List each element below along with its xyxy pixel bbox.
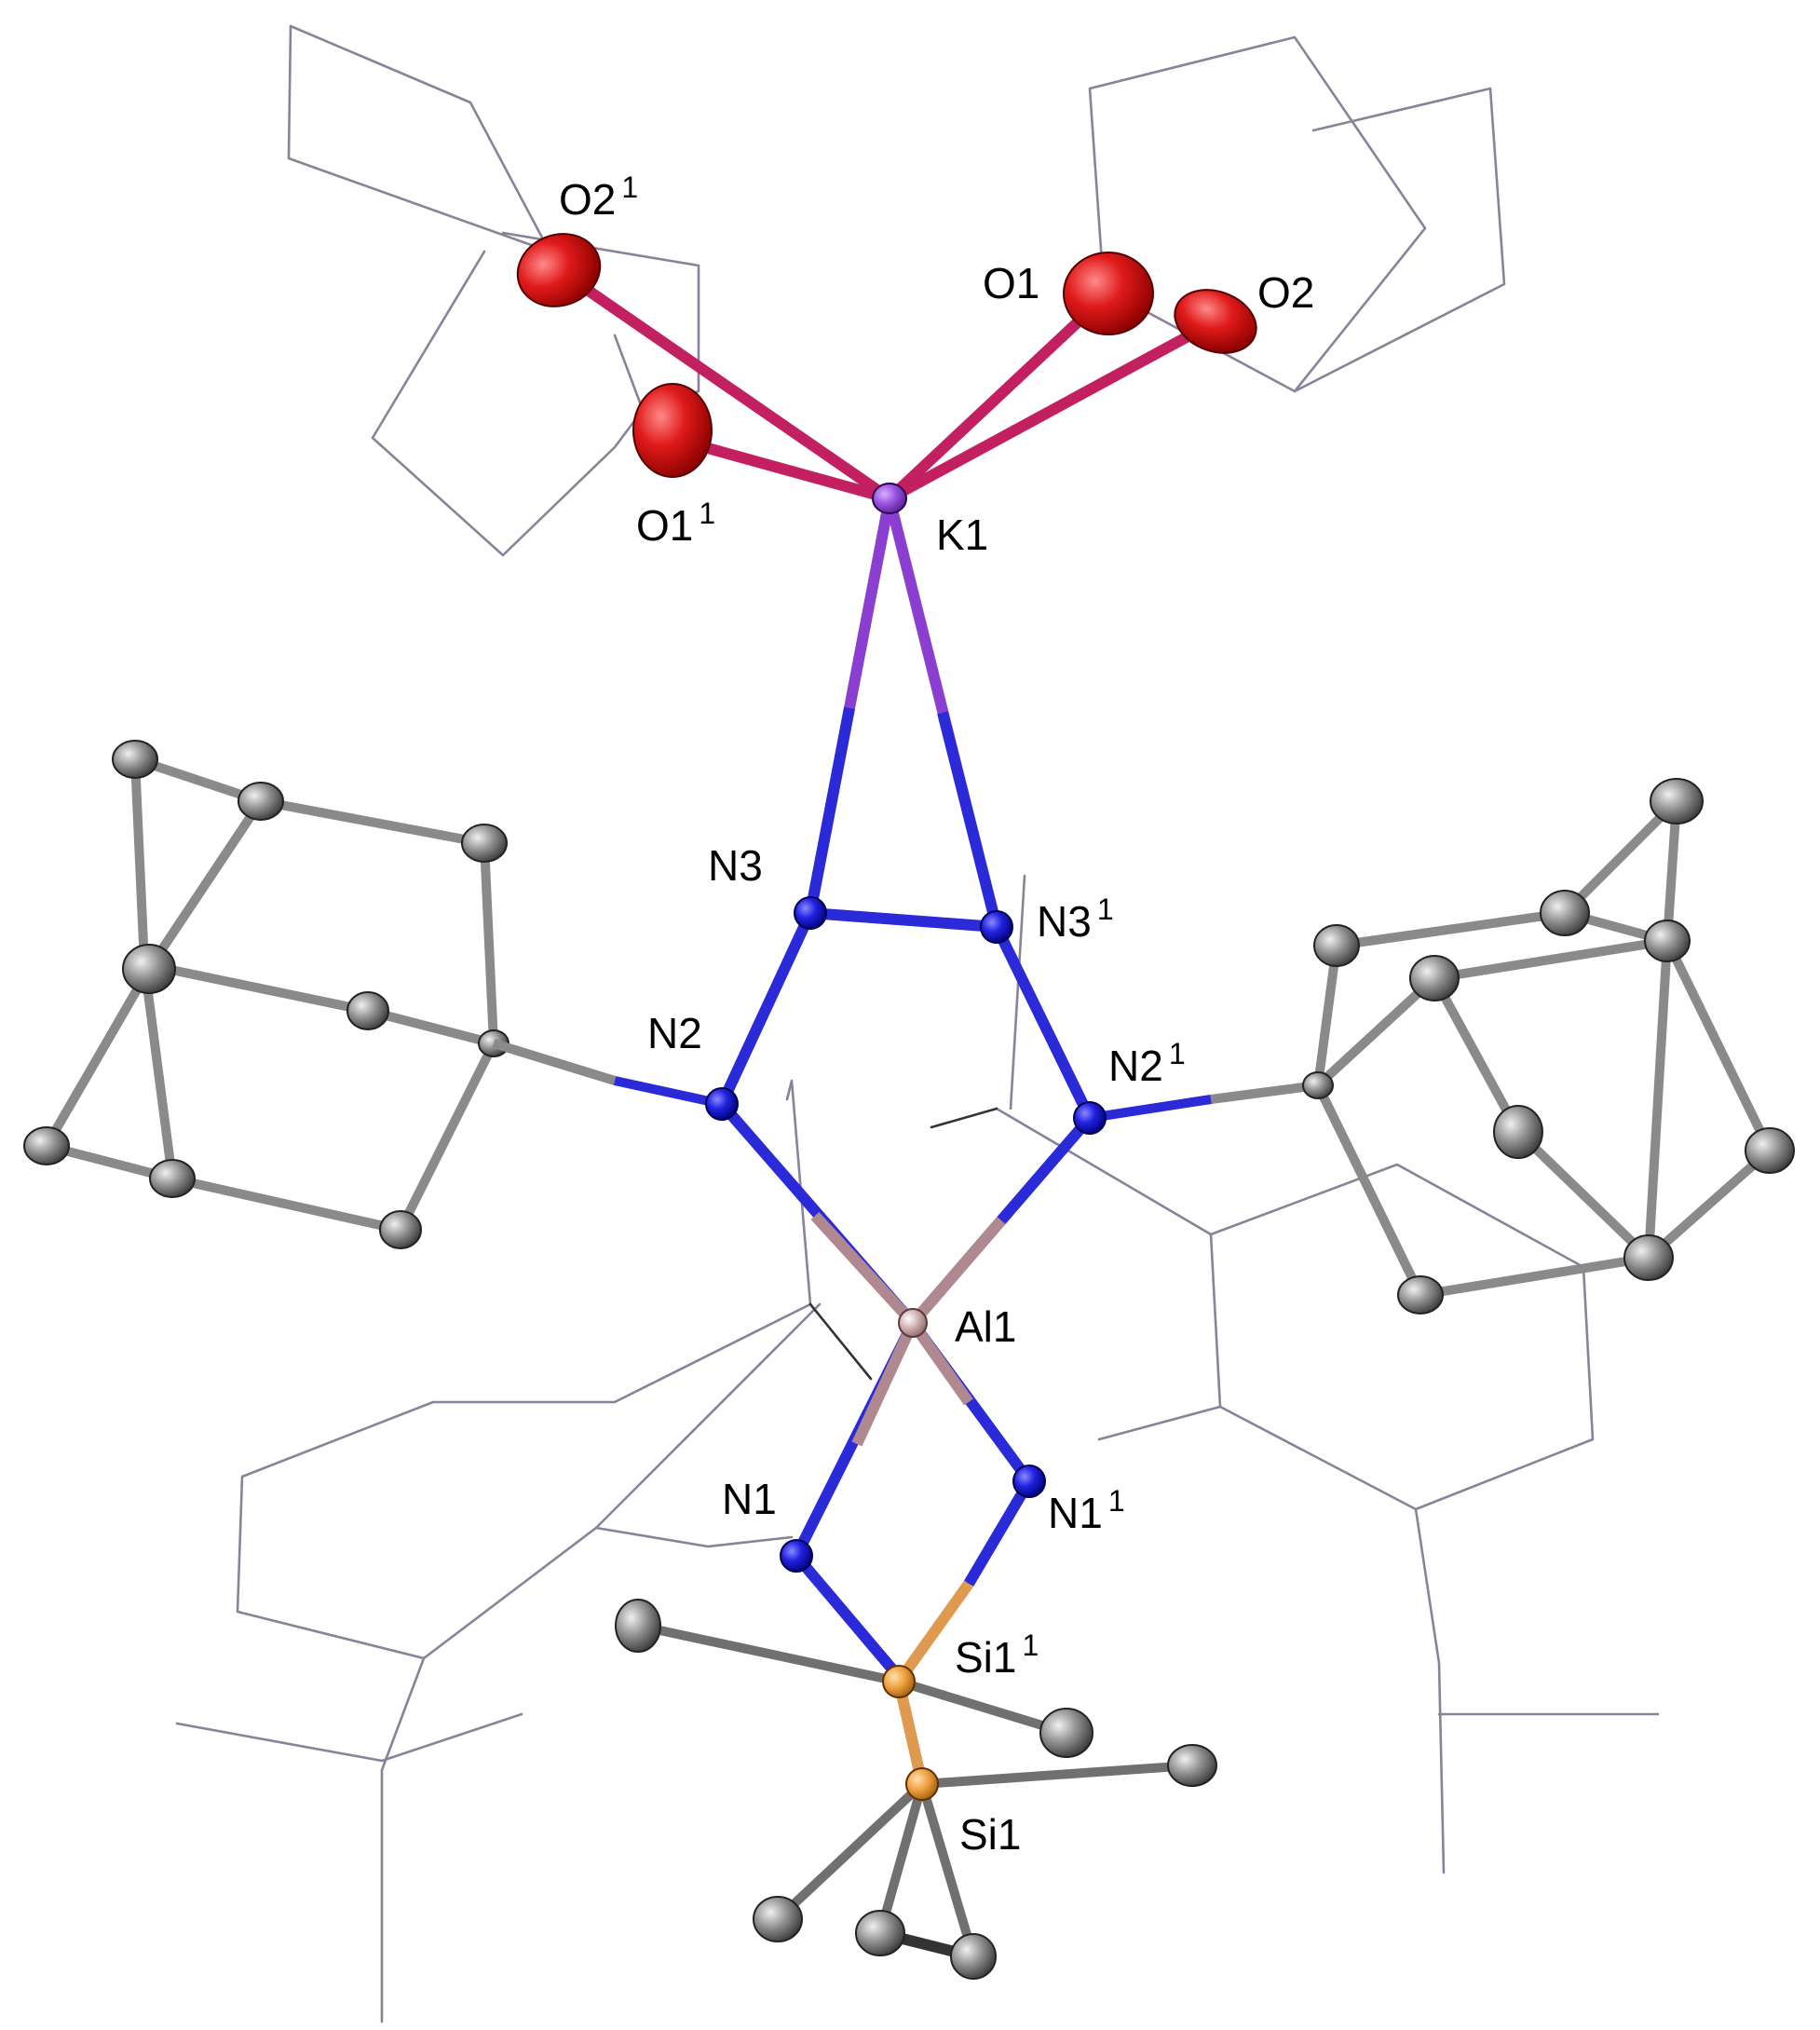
atoms: [516, 233, 1257, 1980]
adamantyl-right: [1206, 778, 1795, 1315]
label-K1: K1: [936, 511, 988, 559]
aryl-ring-left: [236, 1302, 822, 1660]
isopropyl-right-upper: [930, 1107, 998, 1129]
label-Si1: Si1: [959, 1810, 1021, 1859]
isopropyl-left-upper-2: [808, 1302, 873, 1381]
aryl-ring-right-edge: [1209, 1233, 1222, 1409]
atom-C-methyl: [753, 1896, 803, 1942]
isopropyl-right-lower: [1414, 1507, 1446, 1874]
core-bonds: [492, 266, 1218, 1962]
thf-ring-upper-left-2: [501, 231, 700, 412]
thf-ring-upper-right: [1088, 35, 1427, 393]
isopropyl-left-upper: [785, 1079, 812, 1306]
atom-C-methyl: [1039, 1708, 1093, 1758]
atom-N2: [705, 1087, 739, 1121]
thf-ring-upper-right-2: [1293, 87, 1506, 393]
atom-N3: [794, 896, 827, 930]
isopropyl-left-lower: [380, 1656, 426, 2023]
isopropyl-left-branch: [175, 1712, 523, 1763]
atom-Al1: [898, 1308, 928, 1338]
aryl-n-link-left: [594, 1526, 794, 1548]
isopropyl-right-upper-2: [1009, 874, 1026, 1110]
atom-C-methyl: [855, 1910, 905, 1956]
thf-ring-left-lower: [371, 250, 645, 557]
atom-N1: [780, 1539, 813, 1573]
atom-N1-1: [1012, 1465, 1046, 1498]
atom-K1: [872, 483, 907, 514]
label-N3: N3: [708, 841, 763, 890]
atom-N3-1: [980, 910, 1013, 944]
thf-ring-upper-left: [287, 24, 551, 253]
atom-C-methyl: [615, 1599, 661, 1653]
wireframe-skeleton: [175, 24, 1660, 2023]
atom-Si1-1: [882, 1665, 916, 1698]
adamantyl-left: [23, 740, 619, 1249]
atom-N2-1: [1073, 1101, 1107, 1135]
label-O1: O1: [983, 259, 1039, 307]
atom-O1-1: [632, 383, 713, 478]
atom-Si1: [905, 1767, 939, 1801]
atom-O1: [1063, 252, 1154, 335]
label-N2: N2: [647, 1009, 702, 1057]
label-Al1: Al1: [955, 1302, 1016, 1351]
aryl-ring-right: [995, 1107, 1595, 1511]
atom-O2: [1174, 289, 1257, 354]
label-O2: O2: [1257, 268, 1314, 317]
atom-C-methyl: [1167, 1744, 1217, 1787]
atom-O2-1: [516, 233, 602, 307]
label-N1: N1: [722, 1475, 777, 1523]
atom-C-methyl: [950, 1933, 997, 1980]
